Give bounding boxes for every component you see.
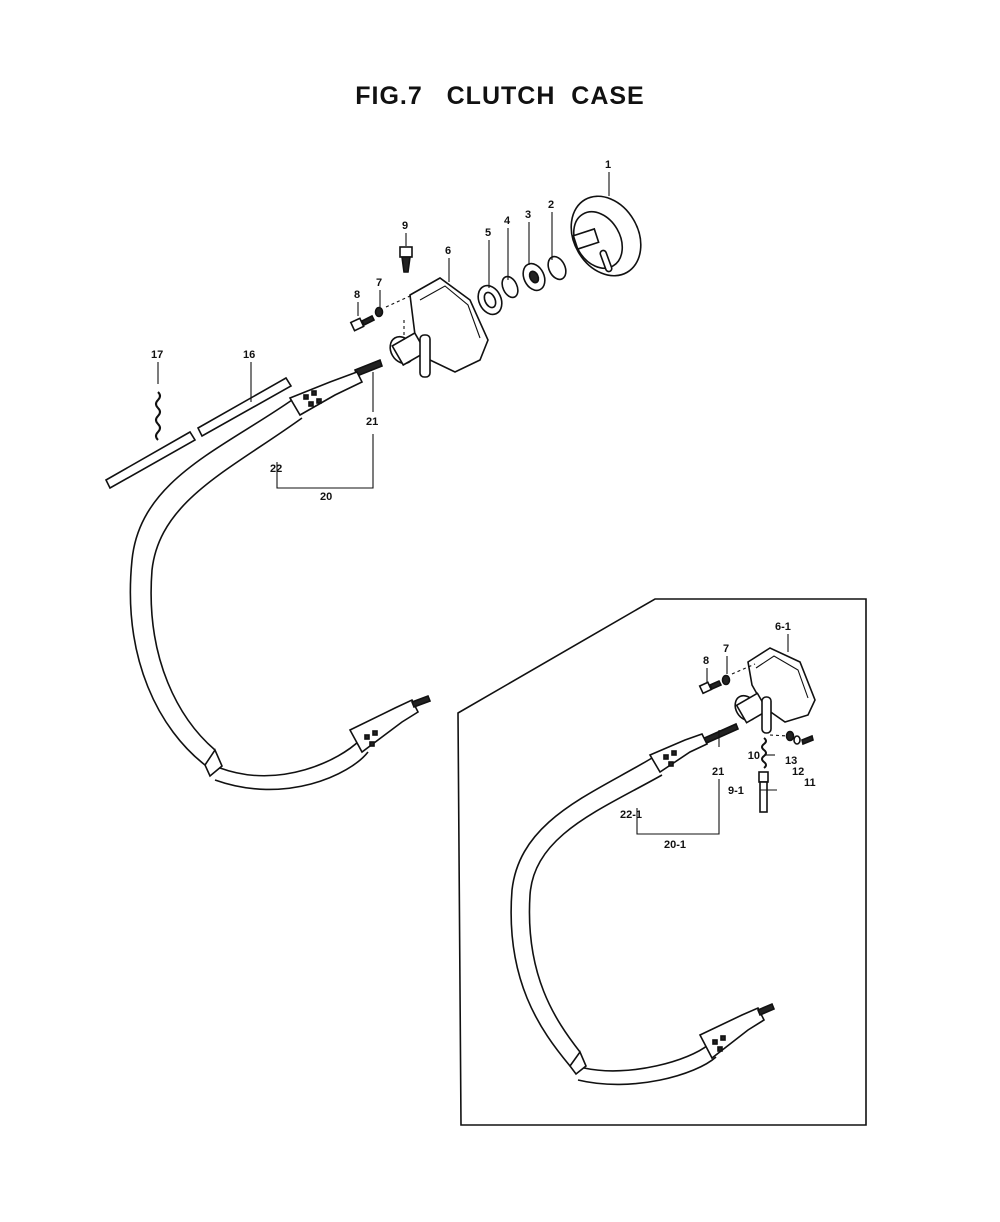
inset-frame <box>457 598 867 1126</box>
inset-pin-9-1 <box>758 771 769 813</box>
callout-9: 9 <box>402 220 408 232</box>
spring-17 <box>155 391 161 441</box>
inset-callout-12: 12 <box>792 766 804 778</box>
inset-spring-10 <box>761 737 767 769</box>
inset-callouts: 6-1 7 8 10 13 12 11 21 9-1 22-1 20-1 <box>620 621 816 851</box>
inset-lock-washer-7 <box>721 674 731 686</box>
callout-5: 5 <box>485 227 491 239</box>
flex-shaft <box>354 358 383 378</box>
tube-16 <box>104 376 293 490</box>
inset-hose-end-coupler <box>698 1002 776 1060</box>
callout-1: 1 <box>605 159 611 171</box>
oil-seal <box>477 284 503 316</box>
ball-bearing <box>522 262 546 292</box>
clutch-drum <box>570 195 642 277</box>
main-callouts: 1 2 3 4 5 6 7 8 9 16 17 20 21 22 <box>151 159 611 503</box>
callout-7: 7 <box>376 277 382 289</box>
callout-6: 6 <box>445 245 451 257</box>
callout-20: 20 <box>320 491 332 503</box>
inset-callout-20-1: 20-1 <box>664 839 686 851</box>
callout-21: 21 <box>366 416 378 428</box>
inset-clutch-case <box>734 647 816 734</box>
inset-callout-7: 7 <box>723 643 729 655</box>
inset-callout-10: 10 <box>748 750 760 762</box>
shaft-coupler <box>288 371 364 417</box>
inset-callout-21: 21 <box>712 766 724 778</box>
lock-washer-7 <box>374 306 384 318</box>
inset-callout-9-1: 9-1 <box>728 785 744 797</box>
inset-bolt-8 <box>698 679 723 695</box>
figure-title: FIG.7 CLUTCH CASE <box>355 82 645 110</box>
callout-16: 16 <box>243 349 255 361</box>
inset-callout-22-1: 22-1 <box>620 809 642 821</box>
callout-4: 4 <box>504 215 511 227</box>
inset-callout-11: 11 <box>804 777 816 789</box>
inset-callout-13: 13 <box>785 755 797 767</box>
inset-washers-12-13 <box>785 730 814 746</box>
callout-22: 22 <box>270 463 282 475</box>
cap-screw-9 <box>399 246 413 273</box>
inset-shaft-coupler <box>648 733 709 774</box>
clutch-case <box>389 277 489 378</box>
bolt-8 <box>349 314 376 332</box>
inset-callout-8: 8 <box>703 655 709 667</box>
callout-3: 3 <box>525 209 531 221</box>
callout-17: 17 <box>151 349 163 361</box>
callout-8: 8 <box>354 289 360 301</box>
flex-hose <box>129 399 369 791</box>
washer <box>501 275 519 299</box>
inset-flex-hose <box>510 757 717 1086</box>
snap-ring <box>547 255 567 281</box>
hose-end-coupler <box>348 694 432 754</box>
inset-callout-6-1: 6-1 <box>775 621 791 633</box>
callout-2: 2 <box>548 199 554 211</box>
